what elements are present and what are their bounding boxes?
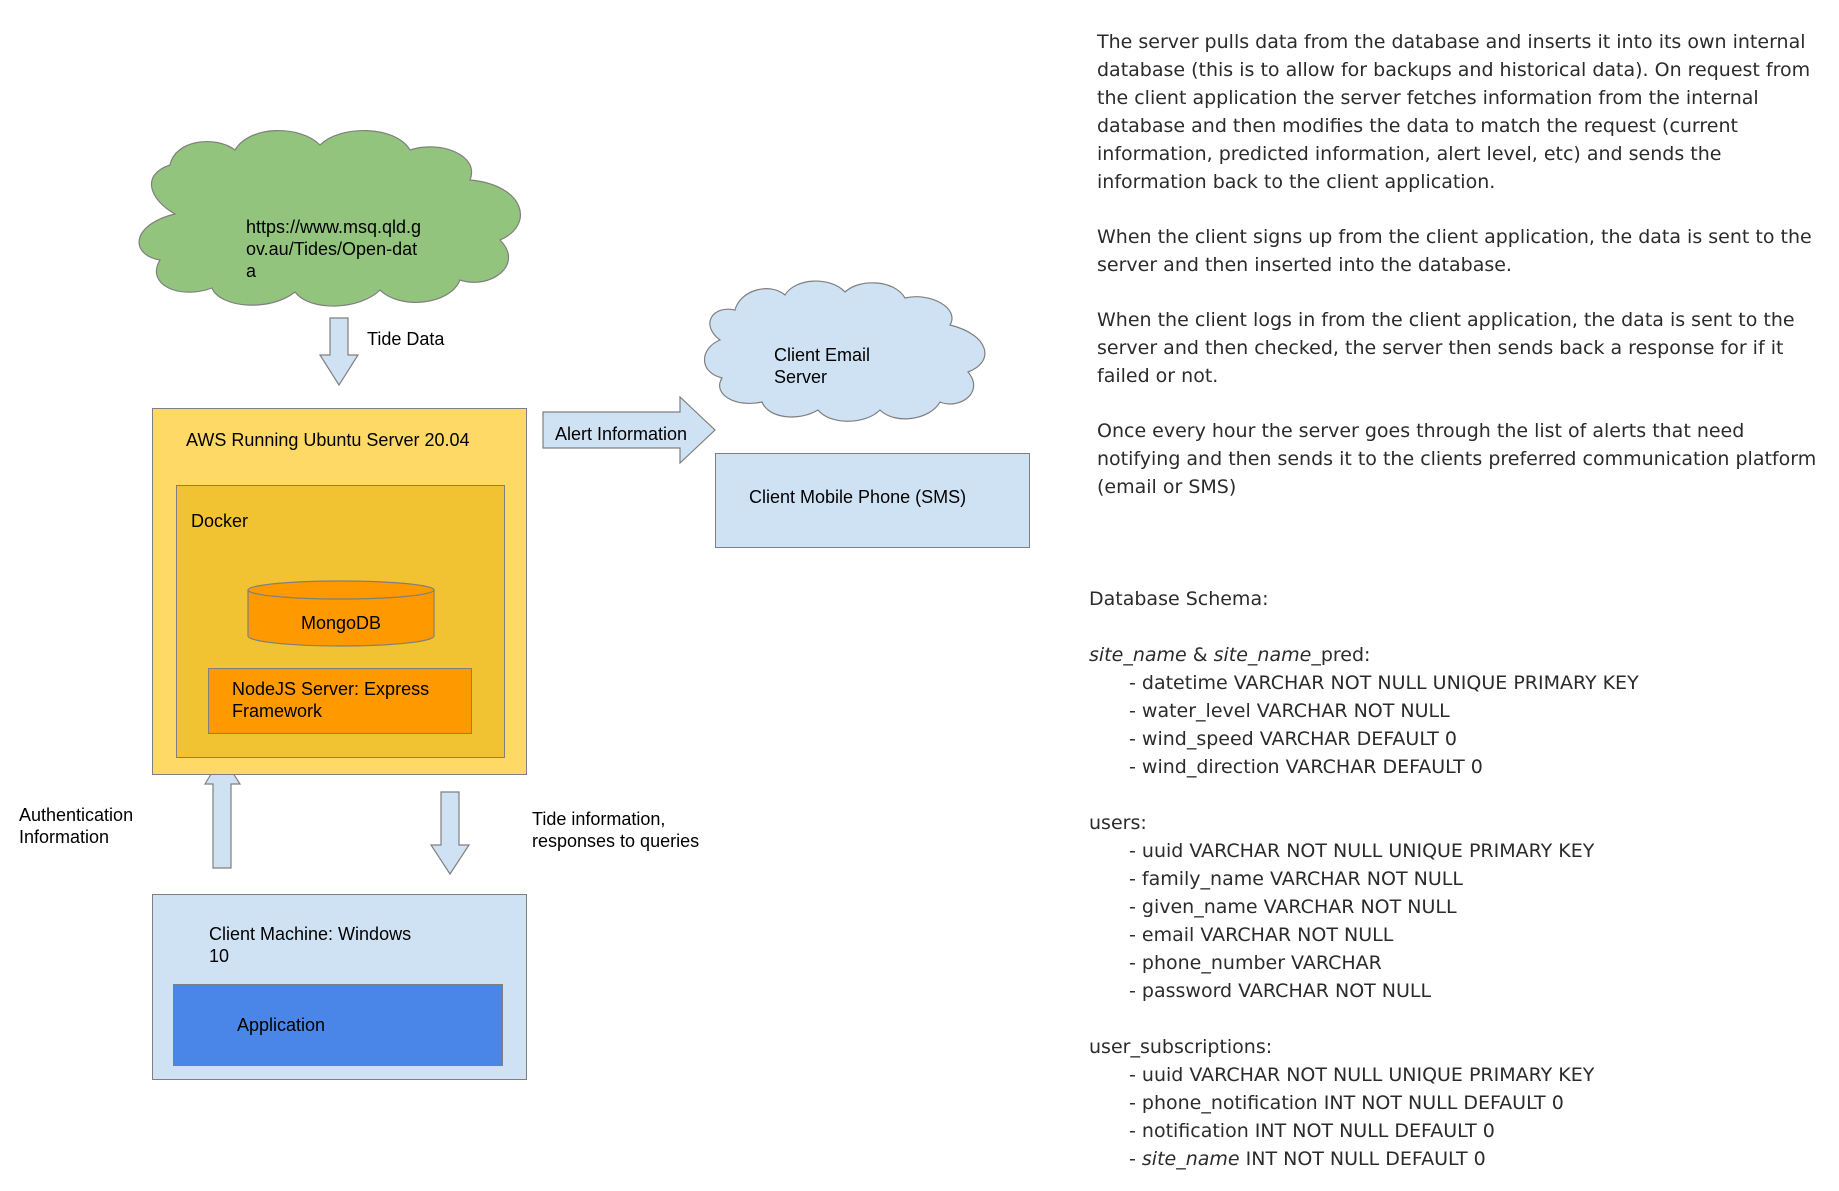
mobile-phone-label: Client Mobile Phone (SMS) [749, 487, 967, 507]
nodejs-label-line2: Framework [232, 701, 323, 721]
application-box: Application [173, 984, 503, 1066]
client-machine-label: Client Machine: Windows 10 [209, 923, 411, 967]
users-table-fields: uuid VARCHAR NOT NULL UNIQUE PRIMARY KEY… [1089, 837, 1809, 1005]
tide-information-label: Tide information, responses to queries [532, 808, 699, 852]
site-table: site_name & site_name_pred: datetime VAR… [1089, 641, 1809, 781]
data-source-url-line3: a [246, 261, 257, 281]
site-name-amp: & [1186, 644, 1214, 666]
schema-field: given_name VARCHAR NOT NULL [1129, 893, 1809, 921]
nodejs-server-label: NodeJS Server: Express Framework [232, 678, 429, 722]
alert-information-arrow [542, 395, 716, 465]
notes-paragraph-2: When the client signs up from the client… [1097, 226, 1812, 276]
site-name-field: site_name [1141, 1148, 1240, 1170]
tide-information-label-line1: Tide information, [532, 809, 666, 829]
alert-information-label: Alert Information [555, 424, 688, 444]
aws-server-label: AWS Running Ubuntu Server 20.04 [186, 430, 470, 450]
site-table-name: site_name & site_name_pred: [1089, 641, 1809, 669]
tide-data-label: Tide Data [367, 329, 445, 349]
application-label: Application [237, 1015, 326, 1035]
notes-paragraph-4: Once every hour the server goes through … [1097, 420, 1817, 498]
schema-field: site_name INT NOT NULL DEFAULT 0 [1129, 1145, 1809, 1173]
schema-field: water_level VARCHAR NOT NULL [1129, 697, 1809, 725]
schema-field: phone_number VARCHAR [1129, 949, 1809, 977]
tide-data-arrow [318, 317, 360, 387]
email-server-label: Client Email Server [774, 344, 870, 388]
notes-text: The server pulls data from the database … [1097, 28, 1827, 528]
aws-server-box: AWS Running Ubuntu Server 20.04 Docker M… [152, 408, 527, 775]
nodejs-server-box: NodeJS Server: Express Framework [208, 668, 472, 734]
schema-field: datetime VARCHAR NOT NULL UNIQUE PRIMARY… [1129, 669, 1809, 697]
mongodb-label: MongoDB [300, 613, 382, 633]
schema-field: password VARCHAR NOT NULL [1129, 977, 1809, 1005]
schema-field: uuid VARCHAR NOT NULL UNIQUE PRIMARY KEY [1129, 837, 1809, 865]
tide-information-arrow [429, 791, 471, 876]
email-server-label-line1: Client Email [774, 345, 871, 365]
docker-box: Docker MongoDB NodeJS Server: Express Fr… [176, 485, 505, 758]
data-source-url-line1: https://www.msq.qld.g [246, 217, 422, 237]
subscriptions-table-name: user_subscriptions: [1089, 1036, 1273, 1058]
schema-field: wind_direction VARCHAR DEFAULT 0 [1129, 753, 1809, 781]
users-table: users: uuid VARCHAR NOT NULL UNIQUE PRIM… [1089, 809, 1809, 1005]
email-server-label-line2: Server [774, 367, 828, 387]
schema-field: email VARCHAR NOT NULL [1129, 921, 1809, 949]
schema-field: wind_speed VARCHAR DEFAULT 0 [1129, 725, 1809, 753]
schema-field: uuid VARCHAR NOT NULL UNIQUE PRIMARY KEY [1129, 1061, 1809, 1089]
client-machine-box: Client Machine: Windows 10 Application [152, 894, 527, 1080]
client-machine-label-line1: Client Machine: Windows [209, 924, 412, 944]
mongodb-cylinder [247, 580, 435, 647]
database-schema: Database Schema: site_name & site_name_p… [1089, 585, 1809, 1173]
subscriptions-table-fields: uuid VARCHAR NOT NULL UNIQUE PRIMARY KEY… [1089, 1061, 1809, 1173]
nodejs-label-line1: NodeJS Server: Express [232, 679, 430, 699]
site-name-field-rest: INT NOT NULL DEFAULT 0 [1239, 1148, 1486, 1170]
users-table-name: users: [1089, 812, 1147, 834]
site-name-b: site_name [1213, 644, 1312, 666]
client-machine-label-line2: 10 [209, 946, 230, 966]
email-server-cloud [704, 280, 986, 422]
authentication-label-line1: Authentication [19, 805, 134, 825]
authentication-label: Authentication Information [19, 804, 133, 848]
mobile-phone-box: Client Mobile Phone (SMS) [715, 453, 1030, 548]
data-source-url: https://www.msq.qld.g ov.au/Tides/Open-d… [246, 216, 446, 282]
data-source-cloud [138, 129, 521, 307]
schema-field: notification INT NOT NULL DEFAULT 0 [1129, 1117, 1809, 1145]
site-name-a: site_name [1089, 644, 1187, 666]
docker-label: Docker [191, 511, 249, 531]
schema-field: phone_notification INT NOT NULL DEFAULT … [1129, 1089, 1809, 1117]
subscriptions-table: user_subscriptions: uuid VARCHAR NOT NUL… [1089, 1033, 1809, 1173]
schema-title: Database Schema: [1089, 588, 1269, 610]
site-name-suffix: _pred: [1311, 644, 1371, 666]
authentication-label-line2: Information [19, 827, 110, 847]
tide-information-label-line2: responses to queries [532, 831, 700, 851]
schema-field: family_name VARCHAR NOT NULL [1129, 865, 1809, 893]
notes-paragraph-3: When the client logs in from the client … [1097, 309, 1795, 387]
site-table-fields: datetime VARCHAR NOT NULL UNIQUE PRIMARY… [1089, 669, 1809, 781]
notes-paragraph-1: The server pulls data from the database … [1097, 31, 1811, 193]
data-source-url-line2: ov.au/Tides/Open-dat [246, 239, 418, 259]
